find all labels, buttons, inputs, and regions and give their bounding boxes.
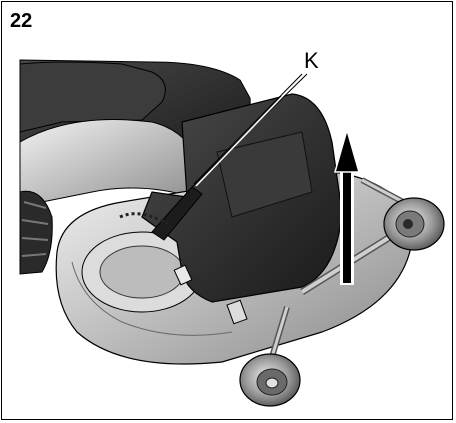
adjustment-lever <box>151 186 203 241</box>
gauge-wheel-front <box>239 353 301 407</box>
figure-number: 22 <box>10 10 33 32</box>
seat <box>19 61 166 133</box>
lift-arrow <box>334 127 360 285</box>
height-scale <box>119 212 173 229</box>
rear-wheel-tread <box>19 190 53 275</box>
callout-label-k: K <box>304 48 319 73</box>
gauge-wheel-right <box>383 197 445 251</box>
